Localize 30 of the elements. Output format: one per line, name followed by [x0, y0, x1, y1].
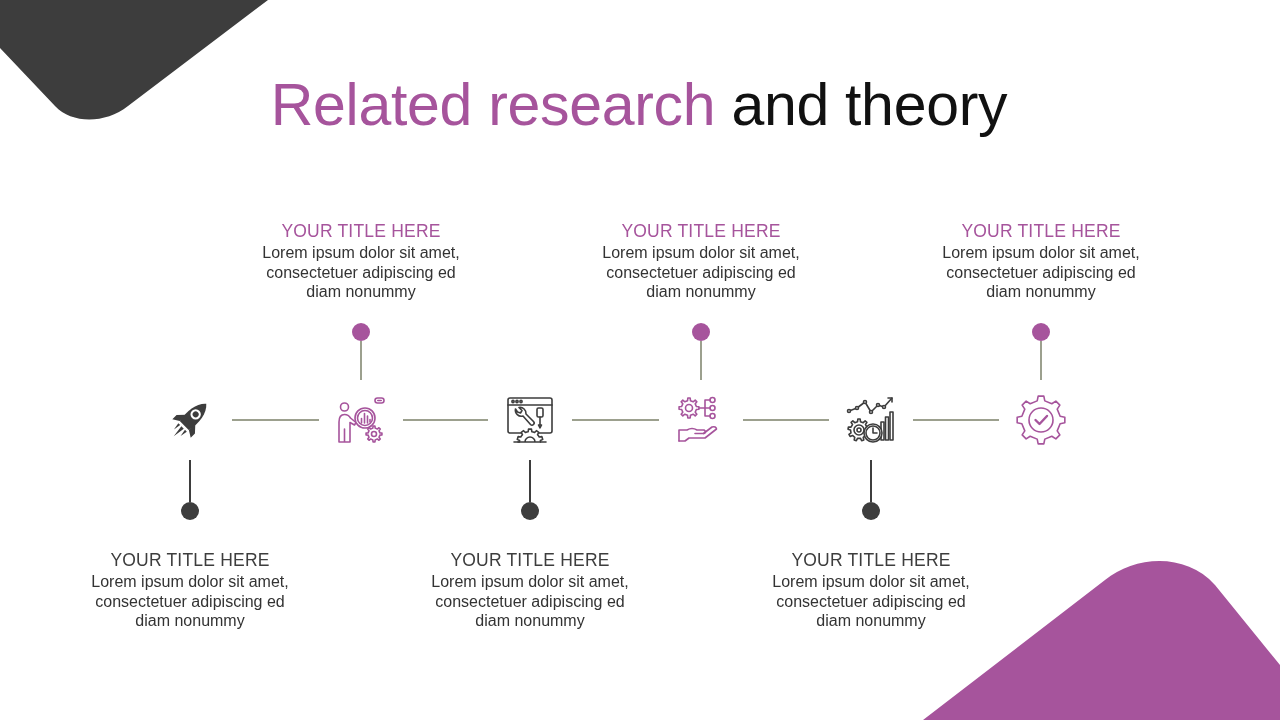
timeline-dot — [521, 502, 539, 520]
connector-line — [742, 419, 830, 421]
connector-line — [360, 340, 362, 381]
connector-line — [870, 459, 872, 503]
item-title: YOUR TITLE HERE — [110, 549, 270, 572]
item-description: Lorem ipsum dolor sit amet, consectetuer adipiscing ed diam nonummy — [941, 243, 1141, 302]
item-description: Lorem ipsum dolor sit amet, consectetuer adipiscing ed diam nonummy — [601, 243, 801, 302]
connector-line — [571, 419, 660, 421]
item-description: Lorem ipsum dolor sit amet, consectetuer adipiscing ed diam nonummy — [90, 572, 290, 631]
connector-line — [529, 459, 531, 503]
item-title: YOUR TITLE HERE — [961, 220, 1121, 243]
timeline-dot — [181, 502, 199, 520]
timeline-dot — [862, 502, 880, 520]
timeline-dot — [692, 323, 710, 341]
connector-line — [1040, 340, 1042, 381]
timeline-dot — [1032, 323, 1050, 341]
connector-line — [231, 419, 320, 421]
timeline-dot — [352, 323, 370, 341]
item-description: Lorem ipsum dolor sit amet, consectetuer adipiscing ed diam nonummy — [771, 572, 971, 631]
item-title: YOUR TITLE HERE — [621, 220, 781, 243]
connector-line — [189, 459, 191, 503]
connector-line — [402, 419, 489, 421]
item-description: Lorem ipsum dolor sit amet, consectetuer adipiscing ed diam nonummy — [430, 572, 630, 631]
connector-line — [700, 340, 702, 381]
item-title: YOUR TITLE HERE — [791, 549, 951, 572]
item-description: Lorem ipsum dolor sit amet, consectetuer adipiscing ed diam nonummy — [261, 243, 461, 302]
item-title: YOUR TITLE HERE — [281, 220, 441, 243]
slide-title: Related research and theory — [270, 72, 1008, 138]
connector-line — [912, 419, 1000, 421]
item-title: YOUR TITLE HERE — [450, 549, 610, 572]
